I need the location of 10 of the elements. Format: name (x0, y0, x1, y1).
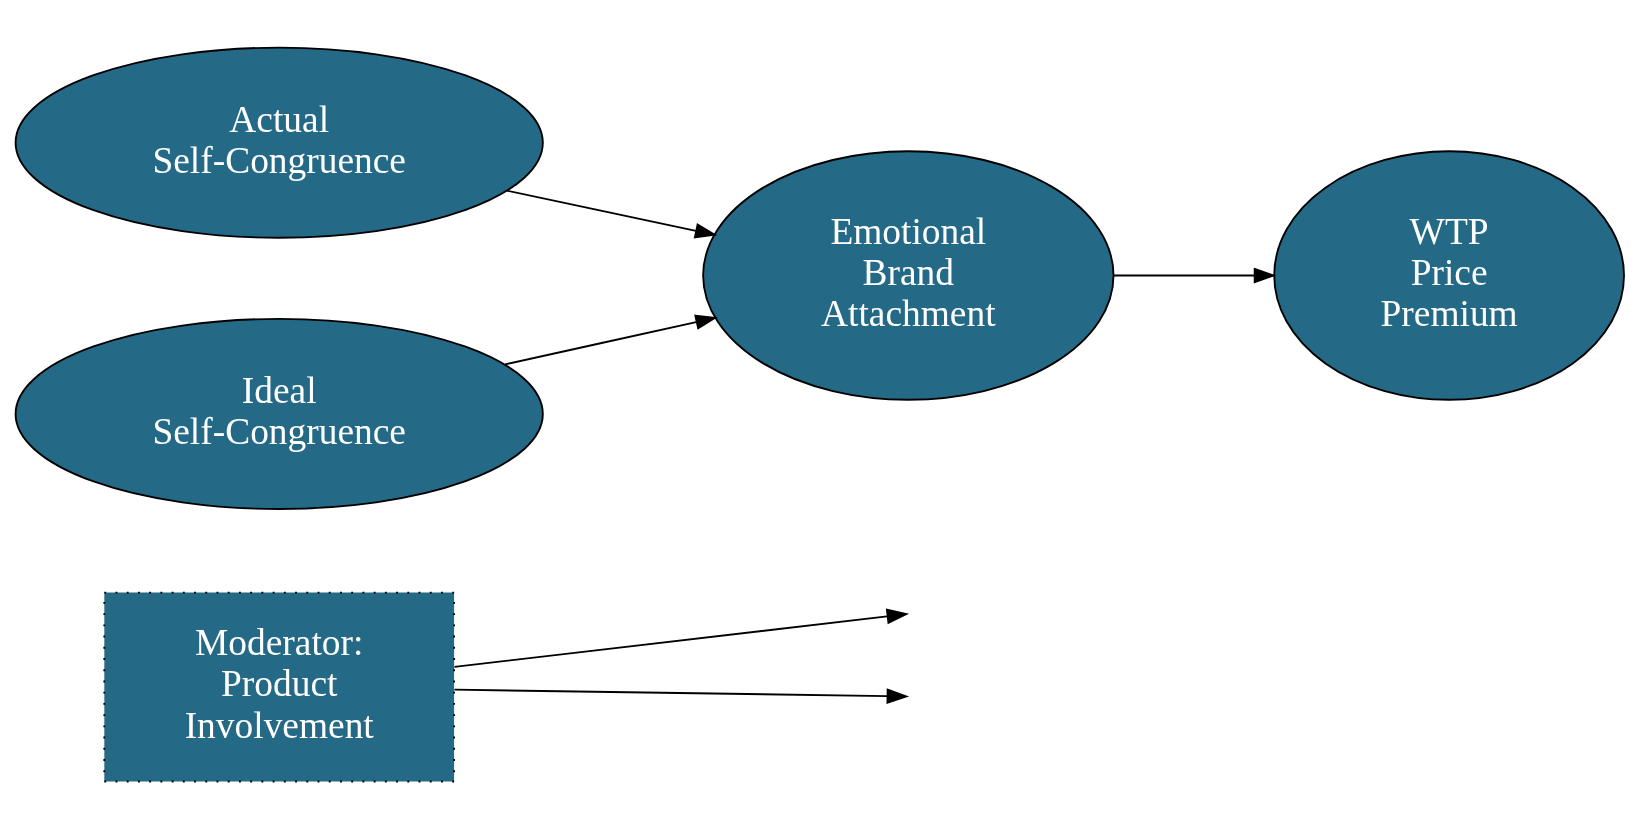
arrow (453, 608, 910, 668)
arrow (453, 688, 910, 704)
node-ellipse: Actual Self-Congruence (14, 46, 544, 239)
arrow (504, 314, 718, 366)
arrow (1113, 267, 1277, 284)
node-box: Moderator: Product Involvement (103, 591, 456, 783)
node-ellipse: Emotional Brand Attachment (702, 150, 1115, 401)
node-ellipse: Ideal Self-Congruence (14, 317, 544, 510)
node-ellipse: WTP Price Premium (1273, 150, 1625, 401)
arrow (505, 189, 718, 239)
